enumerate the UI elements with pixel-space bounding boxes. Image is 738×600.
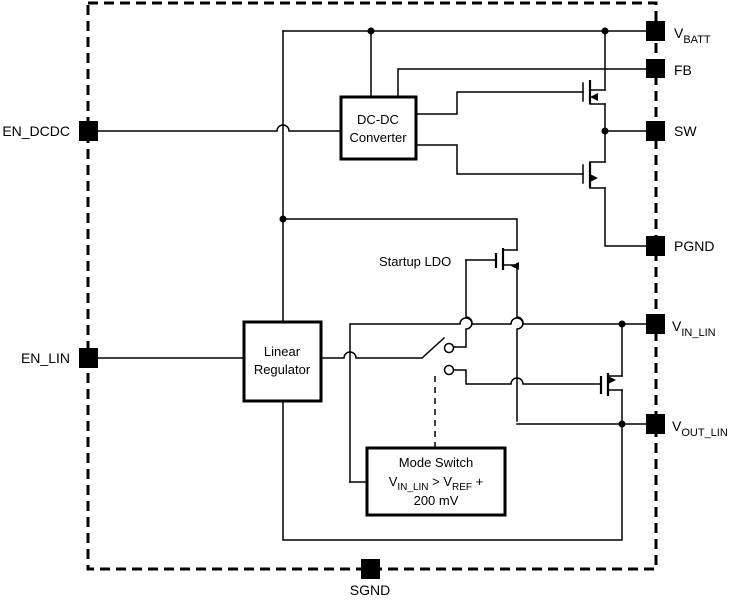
mode-switch-block: Mode Switch VIN_LIN > VREF + 200 mV bbox=[365, 446, 507, 517]
en-dcdc-wire bbox=[87, 124, 342, 132]
pin-sw bbox=[646, 121, 665, 141]
ldo-output-wire bbox=[516, 264, 524, 422]
pin-pgnd bbox=[646, 236, 665, 256]
pin-vin-lin bbox=[646, 314, 665, 334]
mode-switch-threshold: 200 mV bbox=[414, 493, 459, 508]
label-vout-lin: VOUT_LIN bbox=[672, 418, 728, 439]
junction-dots bbox=[279, 27, 626, 428]
label-en-lin: EN_LIN bbox=[21, 350, 70, 366]
linreg-label-1: Linear bbox=[264, 344, 301, 359]
mode-switch-condition: VIN_LIN > VREF + bbox=[389, 474, 484, 493]
label-pgnd: PGND bbox=[674, 238, 714, 254]
dcdc-label-1: DC-DC bbox=[357, 112, 399, 127]
pass-fet bbox=[599, 373, 623, 396]
startup-ldo-label: Startup LDO bbox=[379, 254, 451, 269]
pins bbox=[79, 21, 665, 579]
vbatt-to-ldo bbox=[282, 218, 518, 251]
mode-switch-title: Mode Switch bbox=[399, 455, 473, 470]
ls-fet bbox=[582, 161, 606, 189]
pin-en-lin bbox=[79, 348, 98, 368]
switch-contact-lower bbox=[443, 364, 455, 376]
label-vbatt: VBATT bbox=[674, 25, 711, 46]
pin-en-dcdc bbox=[79, 121, 98, 141]
pin-sgnd bbox=[361, 559, 380, 579]
hs-fet bbox=[582, 80, 606, 105]
ldo-gate-to-switch bbox=[447, 259, 473, 348]
hs-gate-drive bbox=[415, 91, 584, 115]
label-vin-lin: VIN_LIN bbox=[672, 318, 716, 339]
pgnd-wire bbox=[604, 187, 657, 247]
switch-to-pass-gate bbox=[453, 369, 602, 385]
vout-return-wire bbox=[282, 389, 623, 541]
startup-ldo-fet bbox=[494, 248, 519, 270]
label-sw: SW bbox=[674, 123, 697, 139]
linreg-to-switch bbox=[320, 336, 446, 359]
dcdc-converter-block: DC-DC Converter bbox=[339, 95, 418, 161]
fb-wire bbox=[397, 68, 657, 98]
dcdc-label-2: Converter bbox=[349, 130, 407, 145]
label-fb: FB bbox=[674, 62, 692, 78]
pin-vout-lin bbox=[646, 414, 665, 434]
label-sgnd: SGND bbox=[350, 582, 390, 598]
label-en-dcdc: EN_DCDC bbox=[2, 123, 70, 139]
ls-gate-drive bbox=[415, 144, 584, 175]
switch-contact-upper bbox=[443, 342, 455, 354]
vin-lin-rail bbox=[349, 317, 657, 483]
linreg-label-2: Regulator bbox=[254, 362, 311, 377]
pin-fb bbox=[646, 59, 665, 78]
wires bbox=[87, 30, 657, 541]
pin-vbatt bbox=[646, 21, 665, 41]
linear-regulator-block: Linear Regulator bbox=[242, 320, 323, 403]
